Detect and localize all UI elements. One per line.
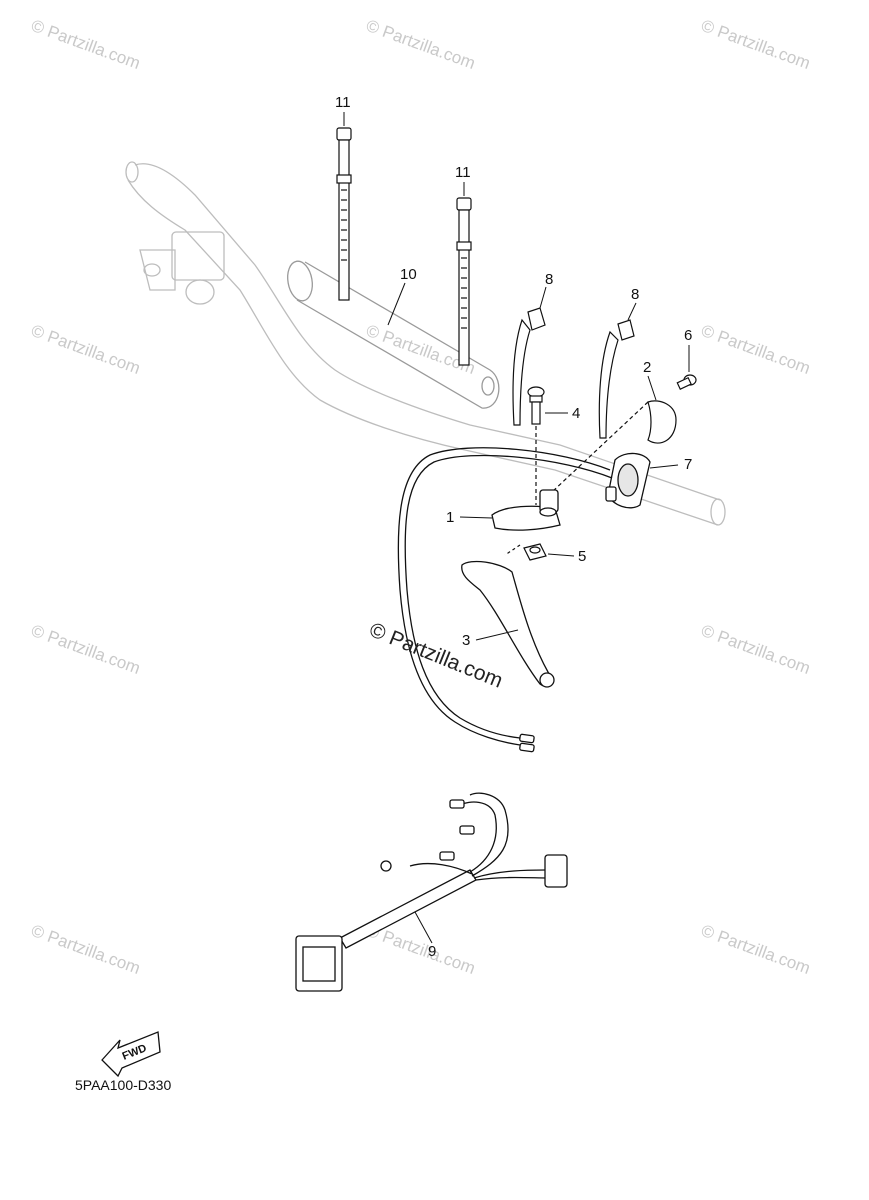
screw-6 xyxy=(676,374,697,390)
callout-3: 3 xyxy=(462,632,470,649)
handlebar-outline xyxy=(125,161,726,526)
cable-band-8b xyxy=(598,319,635,439)
watermark: © Partzilla.com xyxy=(29,921,143,978)
watermark: © Partzilla.com xyxy=(29,621,143,678)
bolt-4 xyxy=(527,386,545,505)
cable-tie-11b xyxy=(456,197,472,366)
callout-8: 8 xyxy=(545,271,553,288)
callout-8: 8 xyxy=(631,286,639,303)
cable-tie-11a xyxy=(336,127,352,301)
watermark: © Partzilla.com xyxy=(699,321,813,378)
watermark: © Partzilla.com xyxy=(699,621,813,678)
callout-1: 1 xyxy=(446,509,454,526)
callout-11: 11 xyxy=(455,164,471,181)
nut-5 xyxy=(504,543,547,561)
callout-10: 10 xyxy=(400,266,417,283)
handlebar-pad xyxy=(287,260,500,409)
lever-3 xyxy=(461,560,555,688)
watermark: © Partzilla.com xyxy=(364,16,478,73)
callout-7: 7 xyxy=(684,456,692,473)
watermark: © Partzilla.com xyxy=(29,16,143,73)
callout-6: 6 xyxy=(684,327,692,344)
fwd-arrow-icon: FWD xyxy=(101,1031,161,1078)
cable-band-8a xyxy=(512,307,546,426)
watermarks: © Partzilla.com © Partzilla.com © Partzi… xyxy=(29,16,813,978)
callout-11: 11 xyxy=(335,94,351,111)
diagram-code: 5PAA100-D330 xyxy=(75,1077,172,1093)
holder-2 xyxy=(551,400,677,493)
switch-7 xyxy=(605,452,651,509)
watermark-main: © Partzilla.com xyxy=(366,618,506,692)
watermark: © Partzilla.com xyxy=(699,16,813,73)
lever-bracket-1 xyxy=(491,489,561,531)
watermark: © Partzilla.com xyxy=(29,321,143,378)
leader-lines xyxy=(343,112,690,944)
callouts: 11 11 10 8 8 6 2 4 7 1 5 3 9 xyxy=(335,94,692,960)
watermark: © Partzilla.com xyxy=(699,921,813,978)
callout-4: 4 xyxy=(572,405,580,422)
switch-wire xyxy=(397,447,613,753)
callout-9: 9 xyxy=(428,943,436,960)
wire-harness-9 xyxy=(295,792,568,992)
callout-2: 2 xyxy=(643,359,651,376)
callout-5: 5 xyxy=(578,548,586,565)
